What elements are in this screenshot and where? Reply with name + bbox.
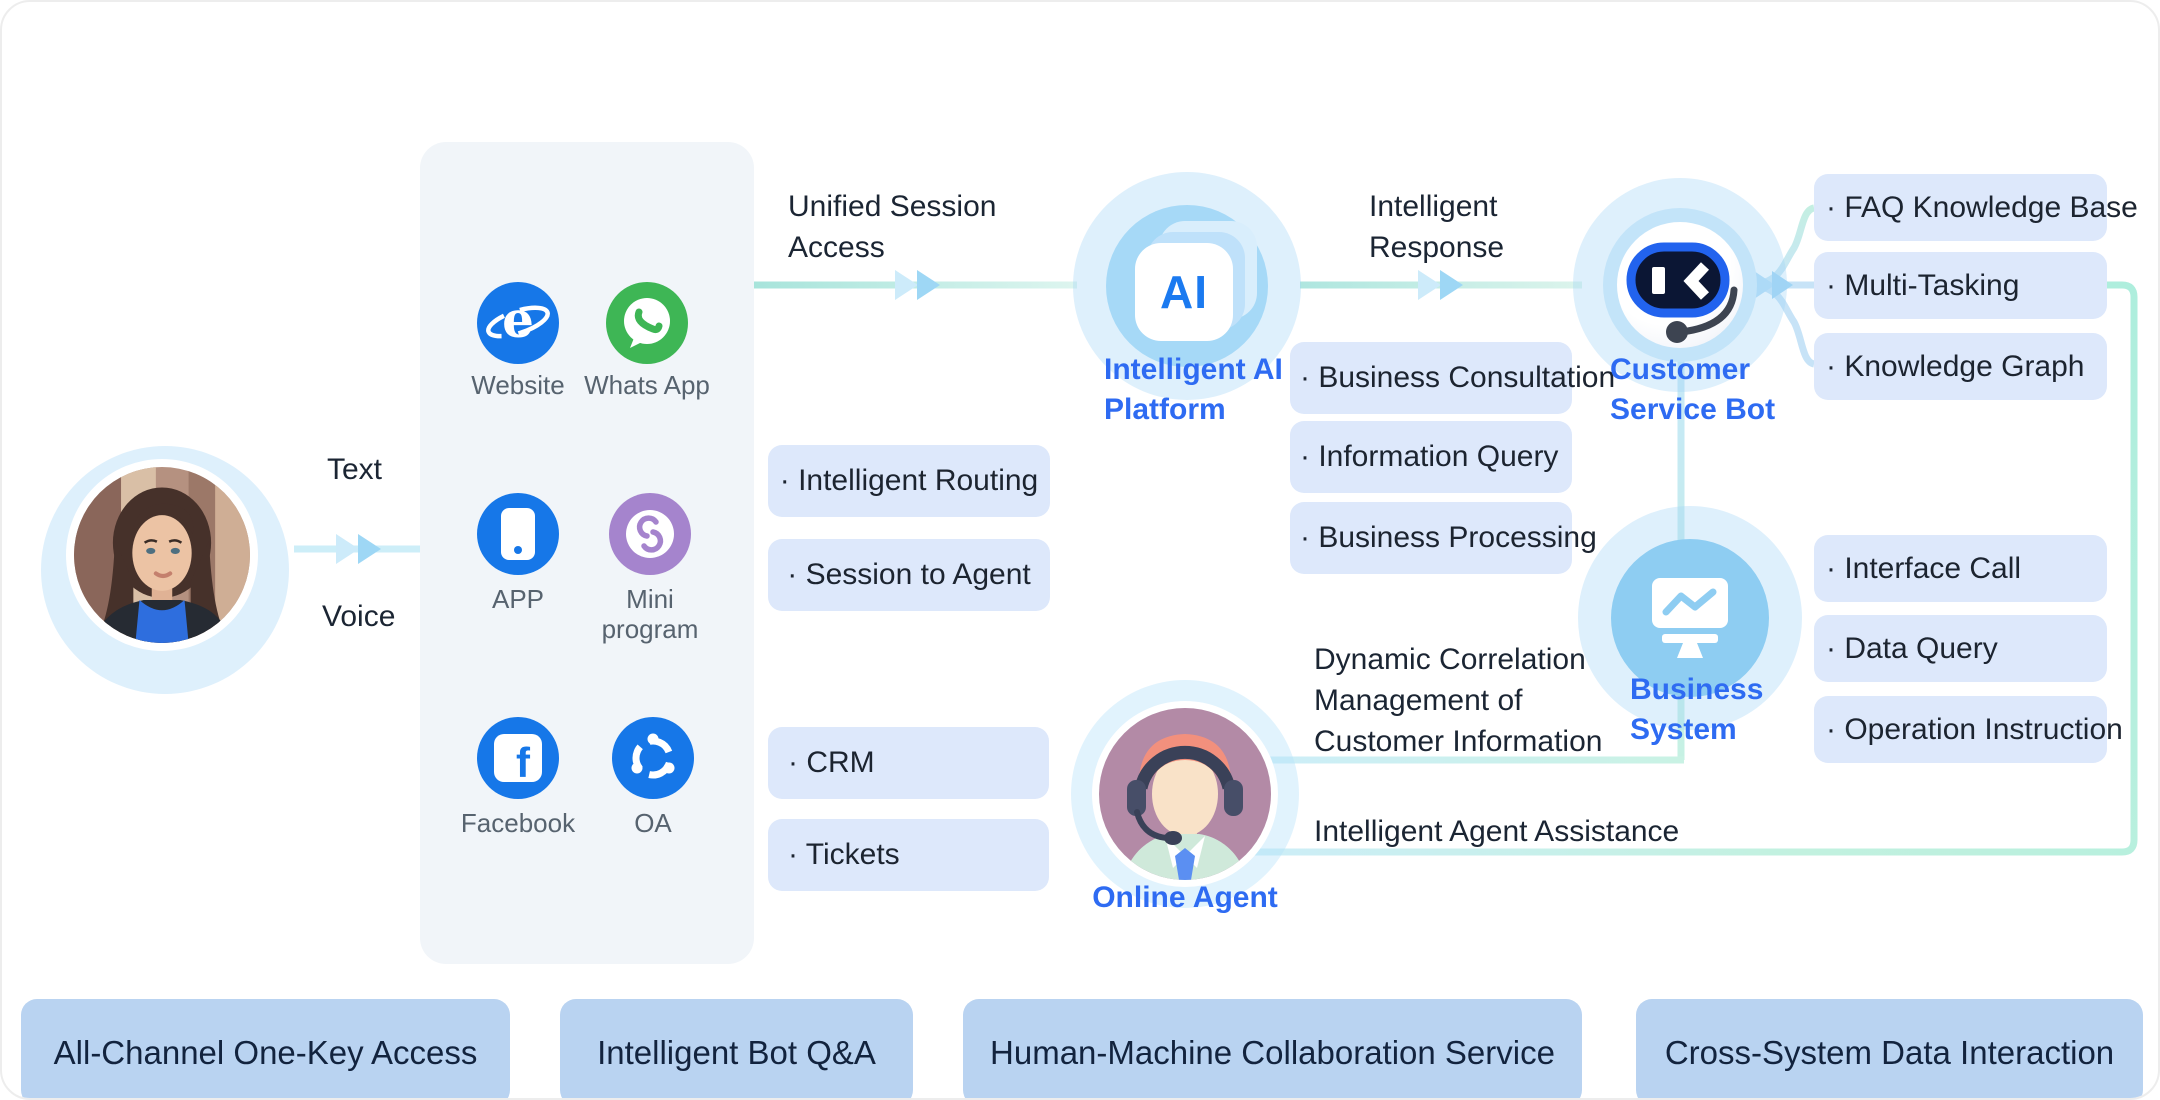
business-label-line2: System <box>1630 713 1737 746</box>
mini-program-label-2: program <box>601 614 699 644</box>
whatsapp-label: Whats App <box>584 370 710 400</box>
intelligent-response-line1: Intelligent <box>1369 190 1498 223</box>
pill-multi-tasking: · Multi-Tasking <box>1814 252 2107 319</box>
dynamic-correlation-line2: Management of <box>1314 684 1523 717</box>
svg-text:f: f <box>516 739 531 786</box>
online-agent-avatar <box>1099 708 1271 880</box>
pill-intelligent-routing: · Intelligent Routing <box>768 445 1050 517</box>
ai-icon: AI <box>1135 243 1233 341</box>
channel-panel <box>420 142 754 964</box>
facebook-icon: f <box>477 717 559 799</box>
bar-human-machine-collaboration: Human-Machine Collaboration Service <box>963 999 1582 1098</box>
pill-information-query: · Information Query <box>1290 421 1572 493</box>
bar-cross-system-data: Cross-System Data Interaction <box>1636 999 2143 1098</box>
text-channel-label: Text <box>327 453 383 486</box>
business-system-icon <box>1652 578 1728 658</box>
intelligent-response-line2: Response <box>1369 231 1505 264</box>
app-label: APP <box>491 584 545 614</box>
bar-intelligent-bot-qa: Intelligent Bot Q&A <box>560 999 913 1098</box>
mini-program-label-1: Mini <box>626 584 674 614</box>
pill-business-consultation: · Business Consultation <box>1290 342 1615 414</box>
bar-all-channel-access: All-Channel One-Key Access <box>21 999 510 1098</box>
pill-crm: · CRM <box>768 727 1049 799</box>
pill-business-processing: · Business Processing <box>1290 502 1597 574</box>
pill-data-query: · Data Query <box>1814 615 2107 682</box>
ai-platform-label-line1: Intelligent AI <box>1104 353 1283 386</box>
oa-icon <box>612 717 694 799</box>
pill-interface-call: · Interface Call <box>1814 535 2107 602</box>
pill-tickets: · Tickets <box>768 819 1049 891</box>
bot-label-line1: Customer <box>1610 353 1751 386</box>
app-icon <box>477 493 559 575</box>
pill-operation-instruction: · Operation Instruction <box>1814 696 2123 763</box>
voice-channel-label: Voice <box>322 600 396 633</box>
arrow-chevrons <box>336 270 1793 564</box>
website-label: Website <box>471 370 565 400</box>
ai-platform-label-line2: Platform <box>1104 393 1226 426</box>
svg-text:e: e <box>502 290 534 349</box>
unified-session-line1: Unified Session <box>788 190 997 223</box>
mini-program-icon <box>609 493 691 575</box>
business-label-line1: Business <box>1630 673 1764 706</box>
whatsapp-icon <box>606 282 688 364</box>
unified-session-line2: Access <box>788 231 885 264</box>
user-avatar <box>74 467 250 643</box>
agent-label: Online Agent <box>1092 881 1278 914</box>
facebook-label: Facebook <box>460 808 576 838</box>
pill-session-to-agent: · Session to Agent <box>768 539 1050 611</box>
agent-assistance-label: Intelligent Agent Assistance <box>1314 815 1680 848</box>
bot-label-line2: Service Bot <box>1610 393 1776 426</box>
oa-label: OA <box>634 808 672 838</box>
website-icon: e <box>477 282 559 364</box>
pill-knowledge-graph: · Knowledge Graph <box>1814 333 2107 400</box>
robot-icon <box>1626 242 1738 343</box>
dynamic-correlation-line3: Customer Information <box>1314 725 1603 758</box>
pill-faq-knowledge-base: · FAQ Knowledge Base <box>1814 174 2138 241</box>
dynamic-correlation-line1: Dynamic Correlation <box>1314 643 1586 676</box>
